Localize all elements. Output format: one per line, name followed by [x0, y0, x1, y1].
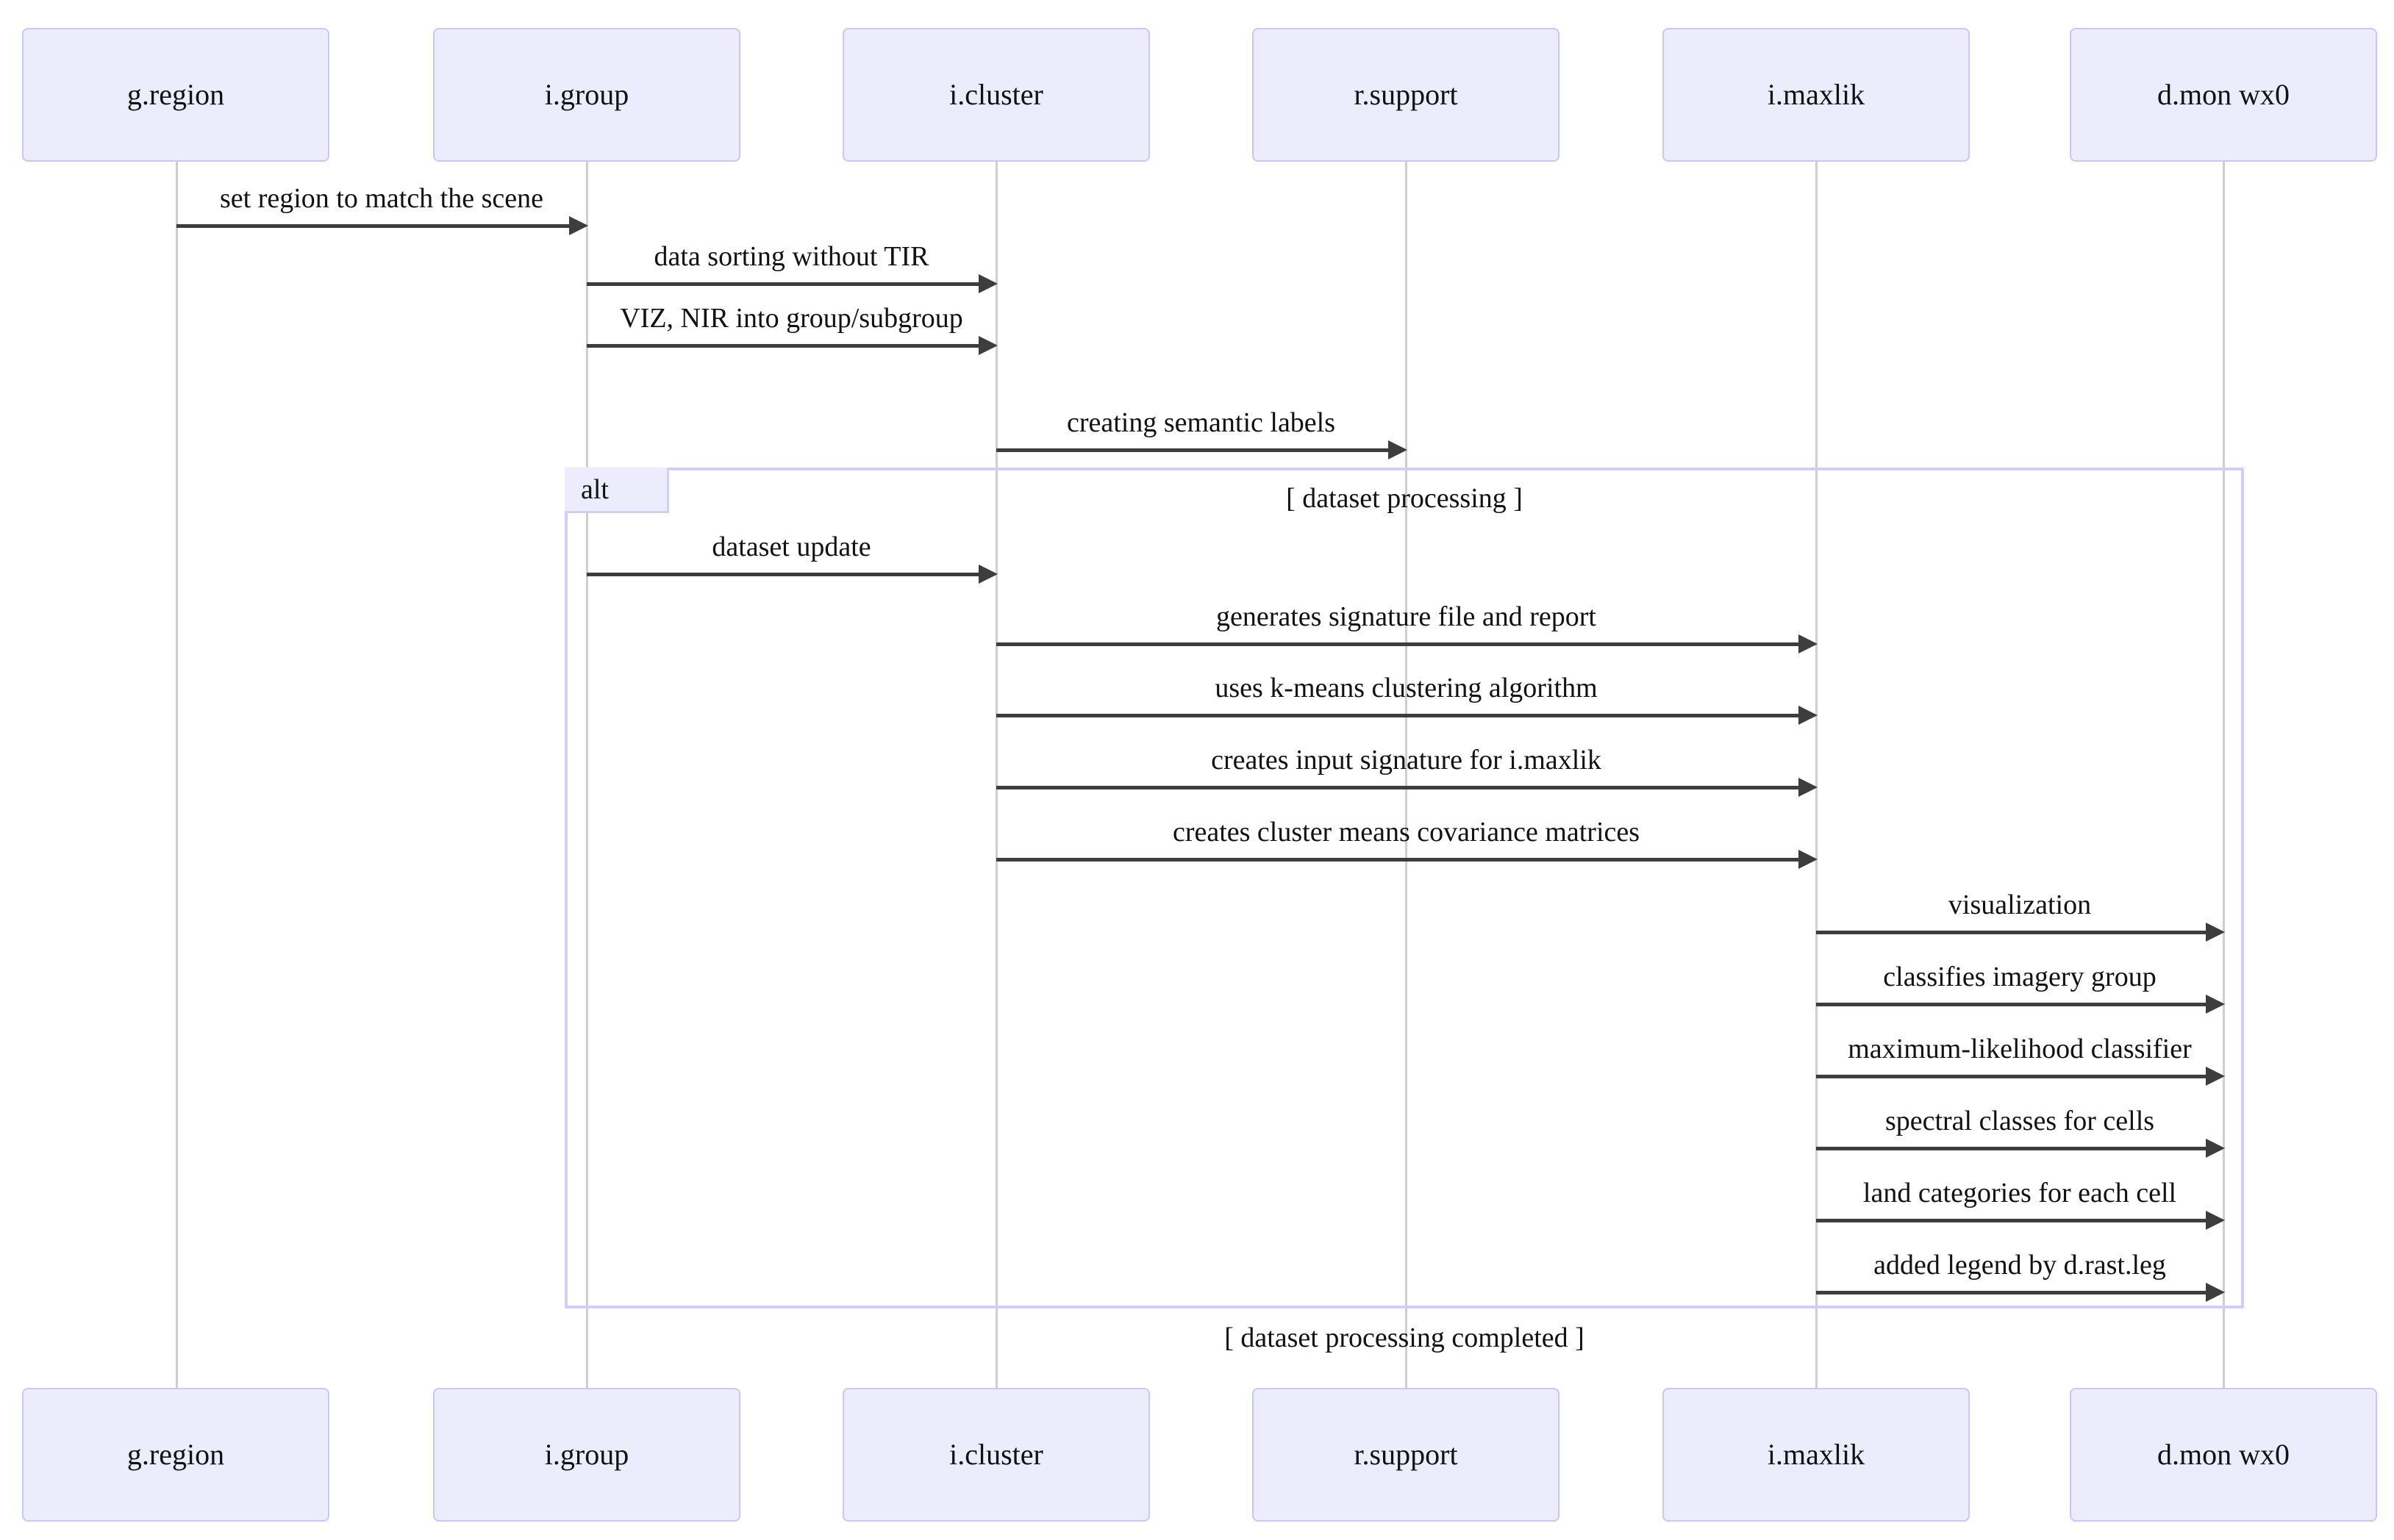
arrow-head-icon	[979, 336, 998, 355]
participant-label: i.group	[544, 78, 629, 111]
message-label: added legend by d.rast.leg	[1873, 1250, 2166, 1281]
participant-label: i.group	[544, 1438, 629, 1471]
arrow-head-icon	[979, 565, 998, 584]
arrow-head-icon	[2206, 1283, 2225, 1302]
arrow-head-icon	[1798, 778, 1818, 797]
participant-label: d.mon wx0	[2157, 1438, 2290, 1471]
message-line	[996, 642, 1800, 646]
message-label: VIZ, NIR into group/subgroup	[620, 303, 963, 334]
message-label: creates cluster means covariance matrice…	[1172, 817, 1640, 848]
participant-bottom-i-cluster[interactable]: i.cluster	[843, 1388, 1150, 1522]
message-label: maximum-likelihood classifier	[1848, 1034, 2192, 1065]
arrow-head-icon	[2206, 1211, 2225, 1230]
lifeline-r-support	[1405, 162, 1407, 1388]
message-line	[176, 224, 571, 228]
participant-label: r.support	[1354, 78, 1458, 111]
message-line	[1816, 931, 2207, 934]
message-label: visualization	[1948, 889, 2092, 921]
message-line	[996, 858, 1800, 862]
message-line	[1816, 1075, 2207, 1078]
message-label: creates input signature for i.maxlik	[1211, 745, 1601, 776]
participant-top-i-maxlik[interactable]: i.maxlik	[1662, 28, 1970, 162]
message-label: uses k-means clustering algorithm	[1215, 673, 1598, 704]
participant-label: g.region	[126, 1438, 225, 1471]
arrow-head-icon	[2206, 1139, 2225, 1158]
participant-bottom-i-group[interactable]: i.group	[433, 1388, 740, 1522]
message-line	[1816, 1219, 2207, 1222]
message-label: generates signature file and report	[1216, 601, 1596, 633]
lifeline-g-region	[176, 162, 178, 1388]
arrow-head-icon	[2206, 923, 2225, 942]
message-line	[587, 282, 980, 286]
message-line	[996, 714, 1800, 717]
participant-top-i-cluster[interactable]: i.cluster	[843, 28, 1150, 162]
arrow-head-icon	[979, 274, 998, 293]
participant-label: r.support	[1354, 1438, 1458, 1471]
lifeline-i-maxlik	[1815, 162, 1818, 1388]
arrow-head-icon	[569, 216, 588, 235]
message-label: dataset update	[712, 531, 871, 563]
arrow-head-icon	[1388, 440, 1407, 459]
lifeline-i-group	[586, 162, 588, 1388]
arrow-head-icon	[1798, 850, 1818, 869]
arrow-head-icon	[2206, 995, 2225, 1014]
participant-label: i.cluster	[949, 1438, 1043, 1471]
participant-top-r-support[interactable]: r.support	[1252, 28, 1559, 162]
lifeline-d-mon-wx0	[2223, 162, 2225, 1388]
message-label: classifies imagery group	[1883, 961, 2157, 993]
message-line	[1816, 1291, 2207, 1294]
alt-condition-top: [ dataset processing ]	[1286, 483, 1523, 514]
participant-top-d-mon-wx0[interactable]: d.mon wx0	[2070, 28, 2377, 162]
message-line	[587, 573, 980, 576]
participant-bottom-i-maxlik[interactable]: i.maxlik	[1662, 1388, 1970, 1522]
participant-label: d.mon wx0	[2157, 78, 2290, 111]
arrow-head-icon	[1798, 634, 1818, 653]
message-line	[996, 786, 1800, 789]
message-line	[996, 448, 1390, 452]
message-label: spectral classes for cells	[1884, 1106, 2155, 1137]
message-label: land categories for each cell	[1862, 1178, 2177, 1209]
lifeline-i-cluster	[996, 162, 998, 1388]
participant-top-i-group[interactable]: i.group	[433, 28, 740, 162]
participant-label: i.cluster	[949, 78, 1043, 111]
message-label: set region to match the scene	[219, 183, 543, 215]
message-label: data sorting without TIR	[654, 241, 929, 273]
participant-bottom-g-region[interactable]: g.region	[22, 1388, 329, 1522]
participant-bottom-d-mon-wx0[interactable]: d.mon wx0	[2070, 1388, 2377, 1522]
participant-label: i.maxlik	[1767, 1438, 1865, 1471]
participant-top-g-region[interactable]: g.region	[22, 28, 329, 162]
alt-fragment-tab-label: alt	[581, 473, 609, 505]
message-line	[1816, 1147, 2207, 1150]
message-line	[587, 344, 980, 348]
alt-fragment-tab: alt	[565, 468, 669, 513]
alt-condition-bottom: [ dataset processing completed ]	[1224, 1322, 1584, 1353]
arrow-head-icon	[1798, 706, 1818, 725]
participant-label: i.maxlik	[1767, 78, 1865, 111]
message-line	[1816, 1003, 2207, 1006]
participant-label: g.region	[126, 78, 225, 111]
participant-bottom-r-support[interactable]: r.support	[1252, 1388, 1559, 1522]
arrow-head-icon	[2206, 1067, 2225, 1086]
message-label: creating semantic labels	[1066, 407, 1336, 439]
